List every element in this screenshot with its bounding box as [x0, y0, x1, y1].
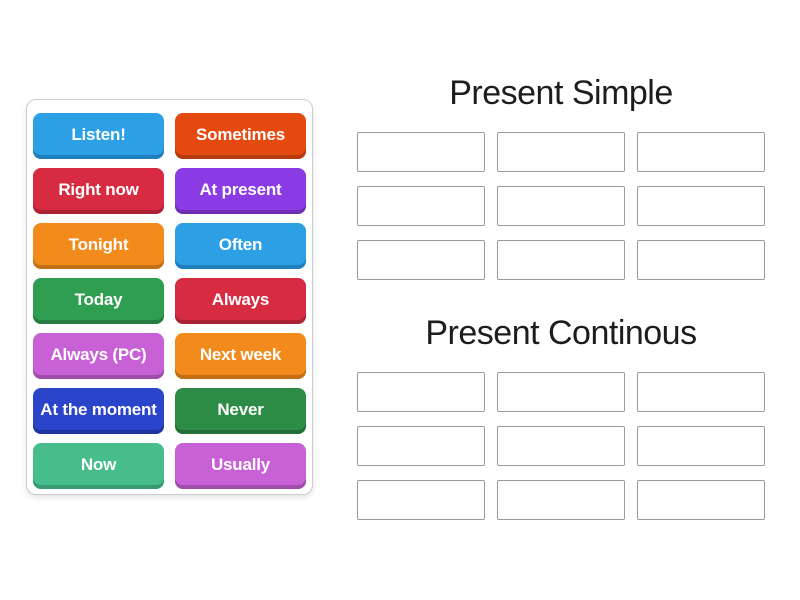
word-tile-tonight[interactable]: Tonight: [33, 223, 164, 269]
word-tile-label: At present: [199, 179, 282, 199]
drop-slot[interactable]: [357, 132, 485, 172]
drop-slot[interactable]: [497, 372, 625, 412]
drop-slot[interactable]: [637, 240, 765, 280]
word-tile-label: Never: [217, 399, 264, 419]
word-tile-sometimes[interactable]: Sometimes: [175, 113, 306, 159]
word-tile-always-pc[interactable]: Always (PC): [33, 333, 164, 379]
word-tile-label: Tonight: [68, 234, 129, 254]
word-tile-often[interactable]: Often: [175, 223, 306, 269]
drop-slot[interactable]: [637, 372, 765, 412]
word-tile-label: At the moment: [40, 399, 157, 419]
drop-slot[interactable]: [357, 372, 485, 412]
group-title-present-simple: Present Simple: [449, 74, 673, 112]
word-tile-usually[interactable]: Usually: [175, 443, 306, 489]
word-tile-label: Listen!: [71, 124, 126, 144]
drop-slot[interactable]: [497, 240, 625, 280]
word-tile-listen[interactable]: Listen!: [33, 113, 164, 159]
word-tile-at-present[interactable]: At present: [175, 168, 306, 214]
word-tile-label: Often: [218, 234, 263, 254]
word-tile-label: Today: [74, 289, 123, 309]
drop-slot[interactable]: [497, 426, 625, 466]
drop-slot[interactable]: [357, 240, 485, 280]
drop-slot[interactable]: [637, 132, 765, 172]
word-tile-at-the-moment[interactable]: At the moment: [33, 388, 164, 434]
drop-zone-present-continous: [357, 372, 765, 520]
word-tile-label: Now: [80, 454, 117, 474]
drop-slot[interactable]: [497, 480, 625, 520]
word-tile-today[interactable]: Today: [33, 278, 164, 324]
word-tile-always[interactable]: Always: [175, 278, 306, 324]
word-tile-right-now[interactable]: Right now: [33, 168, 164, 214]
drop-slot[interactable]: [497, 132, 625, 172]
word-tile-label: Sometimes: [196, 124, 285, 144]
drop-slot[interactable]: [637, 480, 765, 520]
word-tile-label: Next week: [199, 344, 282, 364]
word-tile-label: Usually: [210, 454, 271, 474]
drop-slot[interactable]: [357, 426, 485, 466]
word-tile-label: Always: [211, 289, 270, 309]
word-tile-never[interactable]: Never: [175, 388, 306, 434]
group-title-present-continous: Present Continous: [425, 314, 697, 352]
drop-slot[interactable]: [357, 186, 485, 226]
drop-slot[interactable]: [637, 426, 765, 466]
word-tile-next-week[interactable]: Next week: [175, 333, 306, 379]
word-tile-now[interactable]: Now: [33, 443, 164, 489]
drop-slot[interactable]: [357, 480, 485, 520]
drop-zone-present-simple: [357, 132, 765, 280]
word-tile-label: Always (PC): [50, 344, 147, 364]
drop-slot[interactable]: [637, 186, 765, 226]
drop-slot[interactable]: [497, 186, 625, 226]
word-tile-label: Right now: [58, 179, 139, 199]
